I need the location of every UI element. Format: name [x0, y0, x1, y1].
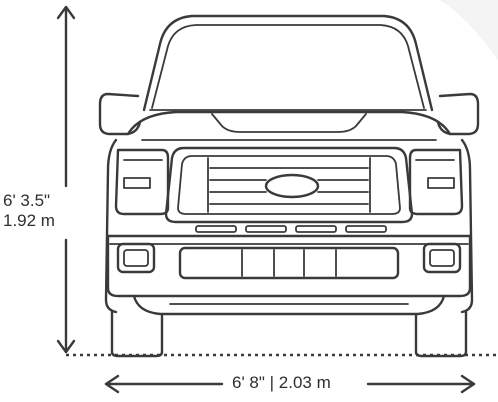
background-shape — [440, 0, 498, 60]
grille — [164, 146, 414, 224]
width-arrow — [104, 374, 476, 394]
height-arrow — [56, 5, 76, 354]
right-mirror — [436, 92, 480, 136]
left-tire — [110, 310, 164, 358]
right-fog-light — [422, 242, 462, 274]
right-tire — [414, 310, 468, 358]
left-fog-light — [116, 242, 156, 274]
left-mirror — [98, 92, 142, 136]
front-bumper — [106, 234, 472, 298]
height-metric: 1.92 m — [3, 211, 55, 230]
emblem — [264, 173, 320, 199]
height-dimension-label: 6' 3.5" 1.92 m — [3, 189, 55, 233]
truck-outline — [98, 14, 480, 358]
height-imperial: 6' 3.5" — [3, 191, 51, 210]
width-dimension-label: 6' 8" | 2.03 m — [226, 373, 337, 393]
